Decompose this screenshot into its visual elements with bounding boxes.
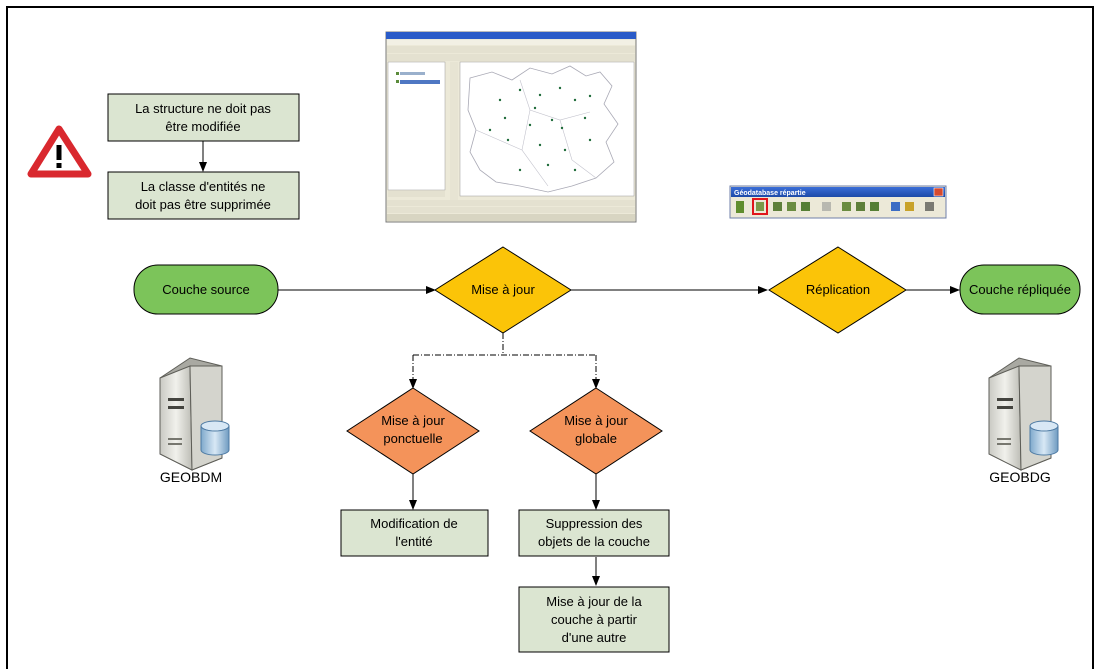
decision-globale-line-2: globale	[575, 431, 617, 446]
process-suppression-line-1: Suppression des	[546, 516, 643, 531]
process-autre-line-3: d'une autre	[562, 630, 627, 645]
process-modification-line-1: Modification de	[370, 516, 457, 531]
note-structure-line-1: La structure ne doit pas	[135, 101, 271, 116]
decision-mise-a-jour-ponctuelle: Mise à jour ponctuelle	[346, 387, 480, 475]
note-structure: La structure ne doit pas être modifiée	[107, 93, 300, 142]
decision-mise-a-jour: Mise à jour	[434, 246, 572, 334]
edge-update-branches	[409, 333, 600, 389]
decision-replication-label: Réplication	[806, 282, 870, 297]
process-modification-entite: Modification de l'entité	[340, 509, 489, 557]
process-mise-a-jour-autre: Mise à jour de la couche à partir d'une …	[518, 586, 670, 653]
decision-mise-a-jour-globale: Mise à jour globale	[529, 387, 663, 475]
node-couche-source-label: Couche source	[162, 282, 249, 297]
decision-ponctuelle-line-1: Mise à jour	[381, 413, 445, 428]
server-label-right: GEOBDG	[989, 469, 1050, 485]
note-class-line-2: doit pas être supprimée	[135, 197, 271, 212]
process-modification-line-2: l'entité	[395, 534, 432, 549]
geodatabase-toolbar: Géodatabase répartie	[729, 185, 947, 219]
note-class-line-1: La classe d'entités ne	[141, 179, 266, 194]
toolbar-title: Géodatabase répartie	[734, 190, 806, 197]
decision-globale-line-1: Mise à jour	[564, 413, 628, 428]
decision-ponctuelle-line-2: ponctuelle	[383, 431, 442, 446]
toolbar-close-icon	[933, 187, 944, 197]
node-couche-repliquee: Couche répliquée	[959, 264, 1081, 315]
server-label-left: GEOBDM	[160, 469, 222, 485]
highlighted-tool-icon	[752, 198, 768, 215]
decision-replication: Réplication	[768, 246, 907, 334]
arcmap-screenshot	[385, 31, 637, 223]
node-couche-repliquee-label: Couche répliquée	[969, 282, 1071, 297]
process-autre-line-1: Mise à jour de la	[546, 594, 642, 609]
process-suppression-objets: Suppression des objets de la couche	[518, 509, 670, 557]
server-database-icon-right	[988, 357, 1059, 471]
figure-frame	[6, 6, 1094, 669]
server-database-icon-left	[159, 357, 230, 471]
process-autre-line-2: couche à partir	[551, 612, 638, 627]
node-couche-source: Couche source	[133, 264, 279, 315]
note-structure-line-2: être modifiée	[165, 119, 240, 134]
process-suppression-line-2: objets de la couche	[538, 534, 650, 549]
note-class: La classe d'entités ne doit pas être sup…	[107, 171, 300, 220]
toolbar-buttons	[736, 198, 934, 215]
warning-triangle-icon	[27, 125, 92, 178]
decision-mise-a-jour-label: Mise à jour	[471, 282, 535, 297]
